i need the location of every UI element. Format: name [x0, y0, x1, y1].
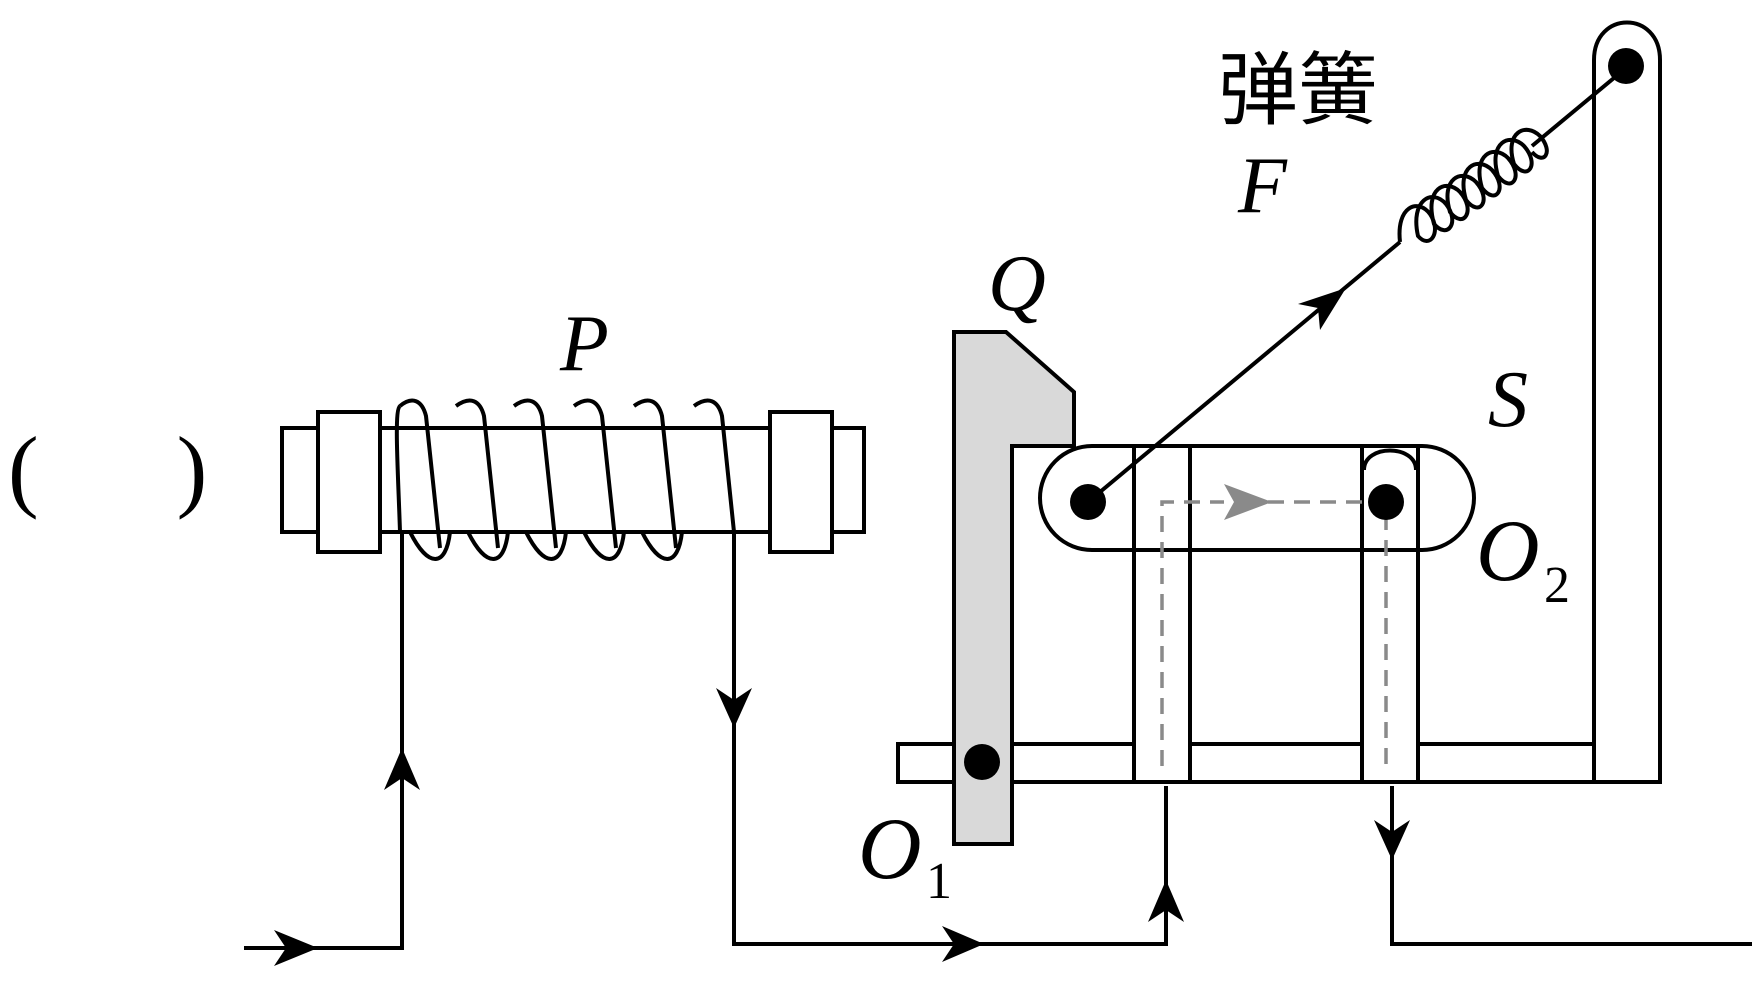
coil-back-loops [408, 531, 684, 561]
label-o2: O [1476, 503, 1540, 600]
contact-right-leg-top [1360, 446, 1420, 550]
coil-left-lead [394, 404, 402, 533]
spring-anchor-dot [1608, 48, 1644, 84]
arrow-up-contact [1148, 880, 1184, 922]
circuit [244, 532, 1752, 966]
label-spring: 弹簧 [1218, 48, 1378, 136]
wire-output [1390, 786, 1752, 946]
label-o1: O [858, 801, 922, 898]
pivot-o2-dot [1368, 484, 1404, 520]
lever-body [952, 330, 1076, 846]
label-o2-sub: 2 [1544, 557, 1570, 614]
spring-rod-upper [1530, 66, 1628, 148]
spring-coil [1397, 127, 1549, 243]
contact-bar: O 2 [1038, 444, 1570, 784]
wire-coil-to-contact [732, 532, 1168, 946]
coil-front-windings [398, 398, 736, 549]
arrow-input [274, 930, 318, 966]
core-right-flange [768, 410, 834, 554]
spring-f: 弹簧 F [1086, 48, 1644, 504]
answer-bracket: ( ) [8, 418, 207, 520]
label-f: F [1237, 142, 1288, 230]
electromagnet-p: P [280, 300, 866, 561]
arrow-down-contact [1374, 820, 1410, 860]
pivot-o1-dot [964, 744, 1000, 780]
arrow-up-left [384, 748, 420, 790]
frame-upright [1592, 20, 1662, 784]
spring-rod-lower [1086, 240, 1402, 504]
wire-input [244, 532, 404, 950]
arrow-bottom-right [942, 926, 984, 962]
label-q: Q [988, 240, 1046, 328]
label-o1-sub: 1 [926, 853, 952, 910]
label-p: P [559, 300, 609, 388]
support-frame-s: S [896, 20, 1662, 784]
arrow-down-right [716, 688, 752, 728]
dashed-arrow [1224, 484, 1272, 520]
dashed-motion-path [1160, 500, 1224, 766]
lever-q: Q O 1 [858, 240, 1076, 910]
core-left-flange [316, 410, 382, 554]
label-s: S [1488, 356, 1528, 444]
force-arrow [1298, 288, 1346, 330]
